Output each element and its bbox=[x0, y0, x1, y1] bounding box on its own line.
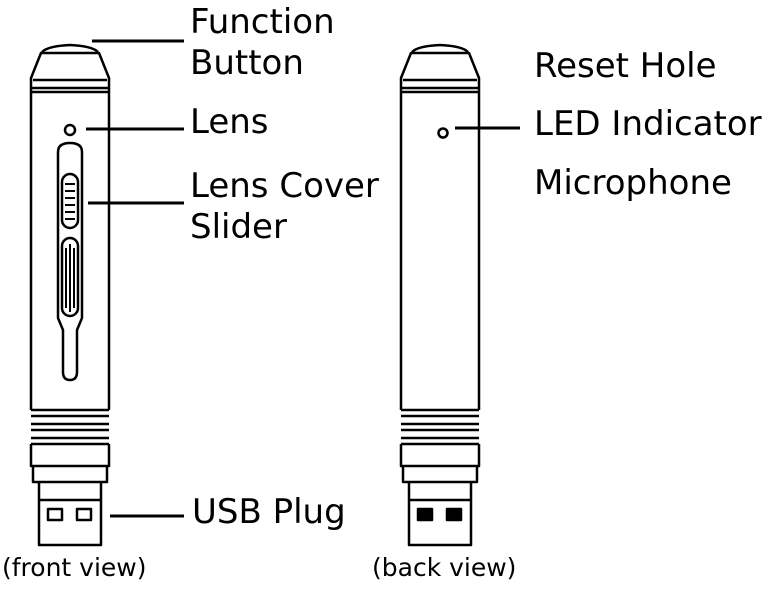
label-microphone: Microphone bbox=[534, 163, 732, 203]
caption-back-view: (back view) bbox=[372, 553, 517, 582]
front-function-button bbox=[41, 43, 99, 53]
front-collar bbox=[29, 408, 111, 484]
label-lens-cover-slider-line1: Lens Cover bbox=[190, 166, 379, 206]
back-body bbox=[399, 88, 481, 410]
back-led-indicator bbox=[437, 127, 449, 139]
back-usb-contact bbox=[416, 507, 434, 522]
label-function-button-line1: Function bbox=[190, 2, 335, 42]
back-view-pen bbox=[399, 43, 481, 547]
label-function-button-line2: Button bbox=[190, 43, 304, 83]
front-usb-pin bbox=[46, 507, 64, 522]
front-view-pen bbox=[29, 43, 111, 547]
front-lens bbox=[63, 123, 77, 137]
lens-cover-slider-track bbox=[56, 141, 84, 382]
caption-front-view: (front view) bbox=[2, 553, 147, 582]
front-usb-pin bbox=[75, 507, 93, 522]
back-collar bbox=[399, 408, 481, 484]
front-cap bbox=[29, 51, 111, 90]
label-reset-hole: Reset Hole bbox=[534, 46, 717, 86]
label-lens: Lens bbox=[190, 102, 269, 142]
front-usb-plug bbox=[37, 482, 103, 547]
front-grip bbox=[60, 236, 80, 318]
back-usb-plug bbox=[407, 482, 473, 547]
back-usb-contact bbox=[445, 507, 463, 522]
back-cap bbox=[399, 51, 481, 90]
label-led-indicator: LED Indicator bbox=[534, 104, 762, 144]
back-reset-cap-dome bbox=[411, 43, 469, 53]
label-lens-cover-slider-line2: Slider bbox=[190, 207, 287, 247]
lens-cover-slider-knob bbox=[60, 172, 80, 230]
front-body bbox=[29, 88, 111, 410]
label-usb-plug: USB Plug bbox=[192, 492, 346, 532]
